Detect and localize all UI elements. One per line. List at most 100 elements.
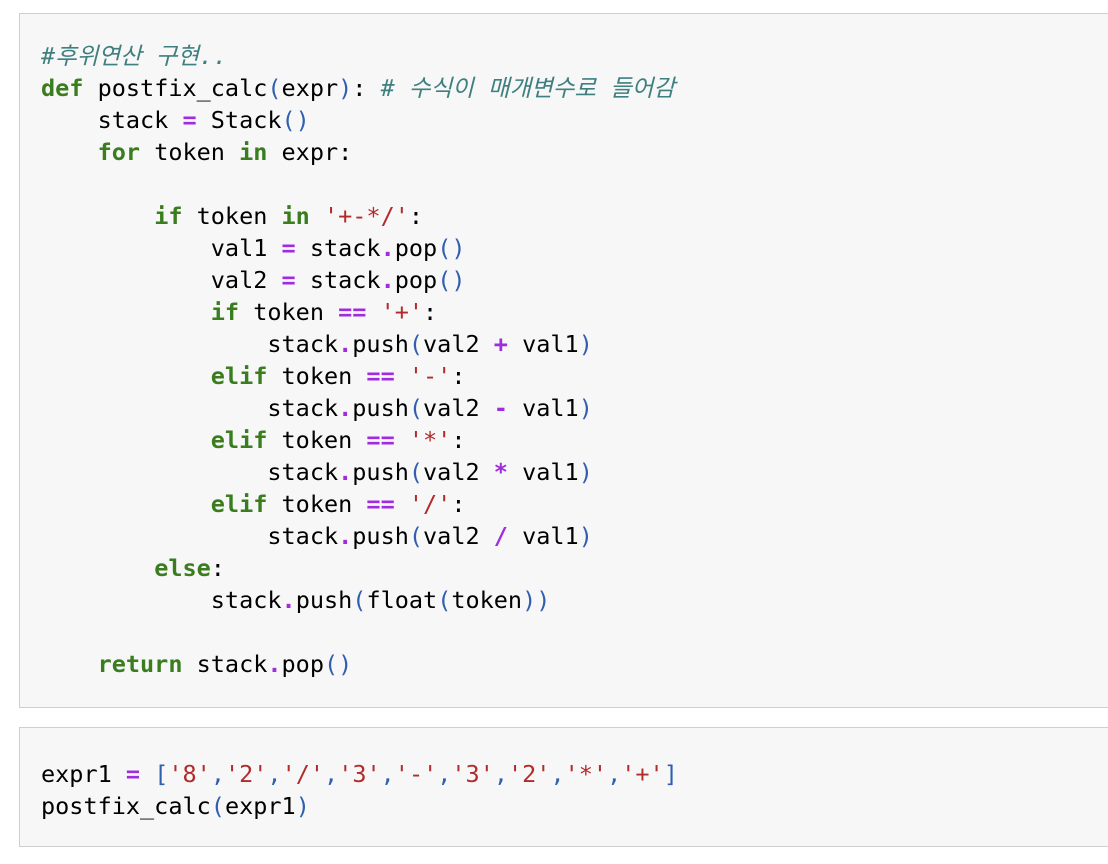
code-text: expr1	[41, 760, 126, 788]
keyword: elif	[210, 426, 268, 454]
code-text: expr	[281, 74, 339, 102]
punctuation: ,	[550, 760, 565, 788]
code-line: stack.push(val2 - val1)	[41, 392, 675, 424]
string-literal: '8'	[168, 760, 211, 788]
operator: ==	[366, 362, 395, 390]
operator: .	[338, 330, 353, 358]
code-text: token	[239, 298, 339, 326]
code-text: stack	[41, 106, 183, 134]
keyword: in	[239, 138, 268, 166]
string-literal: '*'	[564, 760, 608, 788]
code-line: val2 = stack.pop()	[41, 264, 675, 296]
string-literal: '2'	[224, 760, 268, 788]
punctuation: ()	[323, 650, 353, 678]
code-text	[41, 650, 98, 678]
code-text: :	[451, 426, 466, 454]
operator: =	[182, 106, 197, 134]
code-line: elif token == '/':	[41, 488, 675, 520]
operator: ==	[366, 426, 395, 454]
punctuation: ()	[437, 266, 466, 294]
code-text: pop	[394, 266, 438, 294]
operator: ==	[366, 490, 395, 518]
code-line: for token in expr:	[41, 136, 675, 168]
code-text: :	[423, 298, 438, 326]
punctuation: (	[437, 586, 452, 614]
code-text	[41, 362, 211, 390]
operator: .	[380, 234, 395, 262]
code-text	[41, 138, 98, 166]
code-text: val1	[507, 522, 579, 550]
code-editor[interactable]: expr1 = ['8','2','/','3','-','3','2','*'…	[41, 758, 678, 822]
code-line: stack.push(val2 + val1)	[41, 328, 675, 360]
code-cell-run-example[interactable]: expr1 = ['8','2','/','3','-','3','2','*'…	[19, 727, 1108, 847]
code-editor[interactable]: #후위연산 구현..def postfix_calc(expr): # 수식이 …	[41, 40, 675, 680]
string-literal: '-'	[394, 760, 438, 788]
string-literal: '/'	[408, 490, 452, 518]
operator: =	[281, 234, 296, 262]
operator: =	[281, 266, 296, 294]
code-text: val1	[507, 330, 579, 358]
punctuation: ]	[663, 760, 678, 788]
punctuation: )	[338, 74, 353, 102]
code-text: push	[352, 458, 409, 486]
punctuation: )	[578, 522, 593, 550]
punctuation: (	[408, 458, 424, 486]
code-cell-postfix-calc[interactable]: #후위연산 구현..def postfix_calc(expr): # 수식이 …	[19, 13, 1108, 708]
code-text: val2	[41, 266, 282, 294]
punctuation: )	[295, 792, 310, 820]
operator: =	[125, 760, 141, 788]
code-text: :	[210, 554, 225, 582]
string-literal: '+-*/'	[323, 202, 409, 230]
punctuation: (	[408, 522, 424, 550]
punctuation: ,	[210, 760, 225, 788]
operator: /	[493, 522, 508, 550]
code-text: val2	[423, 522, 494, 550]
string-literal: '3'	[451, 760, 494, 788]
string-literal: '-'	[408, 362, 452, 390]
code-text: token	[140, 138, 240, 166]
code-text: expr:	[267, 138, 353, 166]
punctuation: ,	[437, 760, 452, 788]
keyword: in	[281, 202, 310, 230]
code-text: stack	[182, 650, 268, 678]
punctuation: ))	[522, 586, 551, 614]
string-literal: '/'	[281, 760, 325, 788]
code-text: val1	[41, 234, 282, 262]
operator: ==	[338, 298, 367, 326]
code-text: token	[267, 490, 367, 518]
code-line: if token == '+':	[41, 296, 675, 328]
punctuation: [	[154, 760, 169, 788]
code-text	[395, 426, 409, 454]
code-text: token	[267, 426, 367, 454]
code-text	[41, 490, 211, 518]
code-line: #후위연산 구현..	[41, 40, 675, 72]
code-text: push	[352, 394, 409, 422]
code-line: expr1 = ['8','2','/','3','-','3','2','*'…	[41, 758, 678, 790]
comment: #후위연산 구현..	[41, 42, 228, 70]
code-line: stack.push(val2 * val1)	[41, 456, 675, 488]
code-text: stack	[295, 266, 381, 294]
code-text: stack	[41, 330, 339, 358]
code-text: float	[366, 586, 438, 614]
punctuation: (	[267, 74, 282, 102]
operator: .	[267, 650, 282, 678]
punctuation: (	[352, 586, 367, 614]
punctuation: (	[408, 394, 424, 422]
comment: # 수식이 매개변수로 들어감	[380, 74, 676, 102]
string-literal: '*'	[408, 426, 452, 454]
code-text	[41, 298, 211, 326]
keyword: if	[210, 298, 240, 326]
code-text	[41, 554, 154, 582]
punctuation: ,	[380, 760, 395, 788]
code-line: if token in '+-*/':	[41, 200, 675, 232]
punctuation: )	[578, 458, 593, 486]
code-text	[395, 490, 409, 518]
code-text: val1	[507, 458, 579, 486]
code-text	[310, 202, 324, 230]
code-line: postfix_calc(expr1)	[41, 790, 678, 822]
code-text: token	[451, 586, 523, 614]
code-text: stack	[295, 234, 381, 262]
code-line: def postfix_calc(expr): # 수식이 매개변수로 들어감	[41, 72, 675, 104]
punctuation: ,	[493, 760, 509, 788]
keyword: for	[97, 138, 141, 166]
